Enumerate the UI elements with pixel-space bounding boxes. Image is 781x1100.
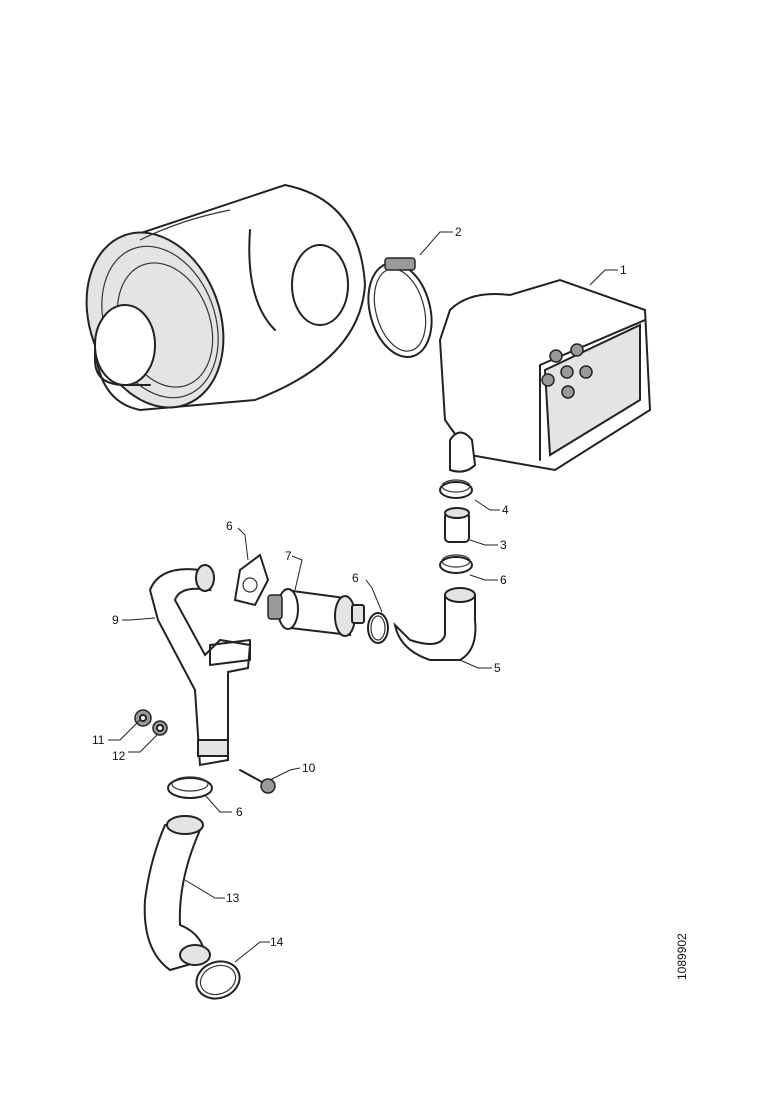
- clamp-part-2: [367, 257, 433, 359]
- washer-part-12: [152, 720, 168, 736]
- bolt-part-10: [239, 769, 276, 794]
- hose-clamp-part-6-middle: [367, 612, 389, 644]
- nut-part-11: [134, 709, 152, 727]
- label-4: 4: [502, 503, 509, 517]
- label-6-top-left: 6: [226, 519, 233, 533]
- label-6-middle: 6: [352, 571, 359, 585]
- hose-clamp-part-6-upper: [439, 554, 473, 574]
- label-6-lower: 6: [236, 805, 243, 819]
- valve-part-7: [267, 588, 365, 637]
- hose-part-13: [143, 815, 211, 972]
- label-3: 3: [500, 538, 507, 552]
- sleeve-part-3: [444, 507, 470, 543]
- ring-part-14: [195, 960, 241, 1000]
- leader-lines: [108, 231, 618, 963]
- elbow-hose-part-5: [393, 587, 477, 661]
- drawing-reference-number: 1089902: [675, 933, 689, 980]
- label-14: 14: [270, 935, 284, 949]
- label-2: 2: [455, 225, 462, 239]
- part-labels: 1 2 4 3 6 5 6 7 6 9 11 12 10 6 13 14: [92, 225, 627, 949]
- label-13: 13: [226, 891, 240, 905]
- label-7: 7: [285, 549, 292, 563]
- label-6-right: 6: [500, 573, 507, 587]
- label-12: 12: [112, 749, 126, 763]
- label-1: 1: [620, 263, 627, 277]
- label-9: 9: [112, 613, 119, 627]
- label-10: 10: [302, 761, 316, 775]
- hose-clamp-part-6-lower: [167, 776, 213, 799]
- label-5: 5: [494, 661, 501, 675]
- gasket-part-6-upper: [233, 553, 270, 607]
- pipe-part-9: [148, 564, 252, 767]
- label-11: 11: [92, 733, 105, 747]
- hose-clamp-part-4: [439, 479, 473, 499]
- housing-bolt-holes: [541, 343, 593, 399]
- housing-part-1: [438, 278, 652, 473]
- air-cleaner: [85, 183, 367, 412]
